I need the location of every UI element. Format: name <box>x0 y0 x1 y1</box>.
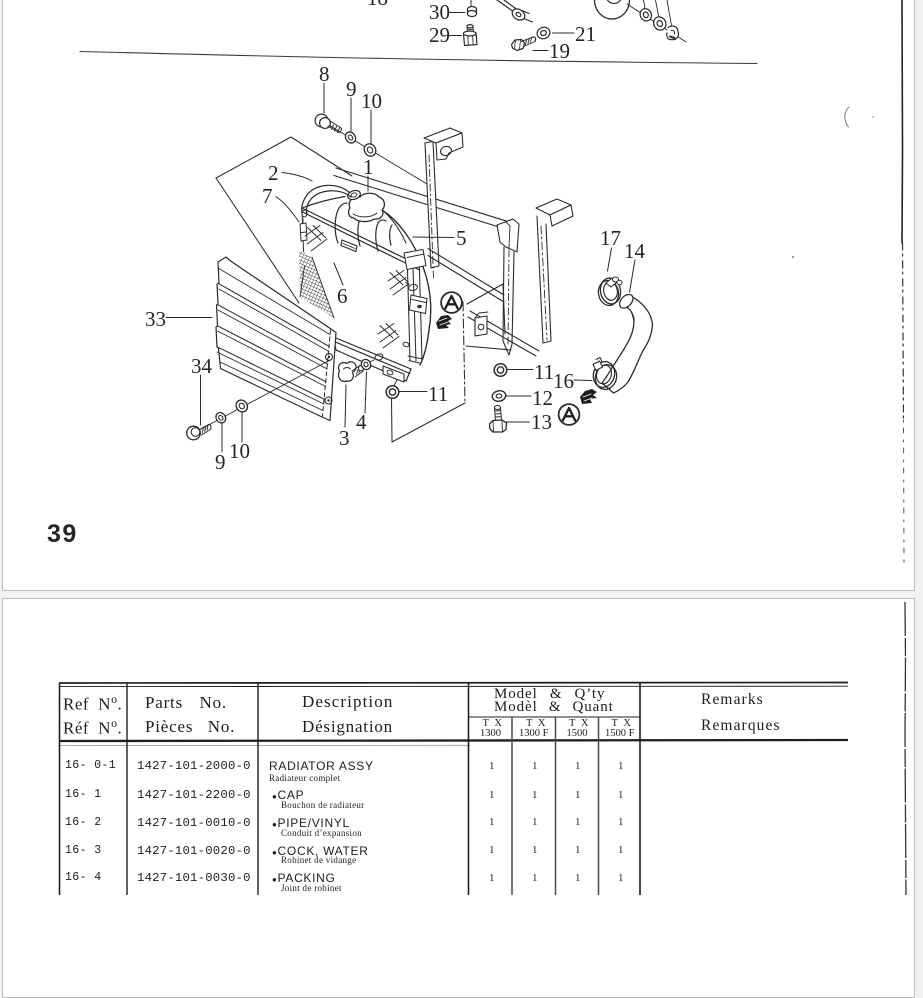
svg-text:2: 2 <box>268 161 279 185</box>
svg-text:39: 39 <box>47 520 78 548</box>
svg-text:9: 9 <box>215 450 226 474</box>
svg-text:10: 10 <box>229 439 250 463</box>
svg-text:8: 8 <box>319 62 330 86</box>
svg-text:34: 34 <box>191 354 213 378</box>
svg-text:9: 9 <box>346 77 357 101</box>
svg-text:10: 10 <box>361 89 382 113</box>
svg-text:4: 4 <box>356 410 367 434</box>
svg-text:13: 13 <box>531 410 552 434</box>
svg-text:30: 30 <box>429 0 450 24</box>
svg-text:16: 16 <box>553 369 574 393</box>
svg-text:29: 29 <box>429 23 450 47</box>
svg-text:12: 12 <box>532 386 553 410</box>
svg-text:33: 33 <box>145 307 166 331</box>
svg-text:14: 14 <box>624 239 646 263</box>
svg-text:19: 19 <box>549 39 570 63</box>
svg-text:6: 6 <box>337 284 348 308</box>
svg-text:3: 3 <box>339 426 350 450</box>
svg-text:7: 7 <box>262 184 273 208</box>
svg-text:1: 1 <box>363 155 374 179</box>
svg-text:11: 11 <box>534 360 554 384</box>
svg-text:21: 21 <box>575 22 596 46</box>
svg-text:18: 18 <box>367 0 388 10</box>
svg-text:5: 5 <box>456 226 467 250</box>
svg-text:17: 17 <box>600 226 621 250</box>
svg-text:11: 11 <box>428 382 448 406</box>
